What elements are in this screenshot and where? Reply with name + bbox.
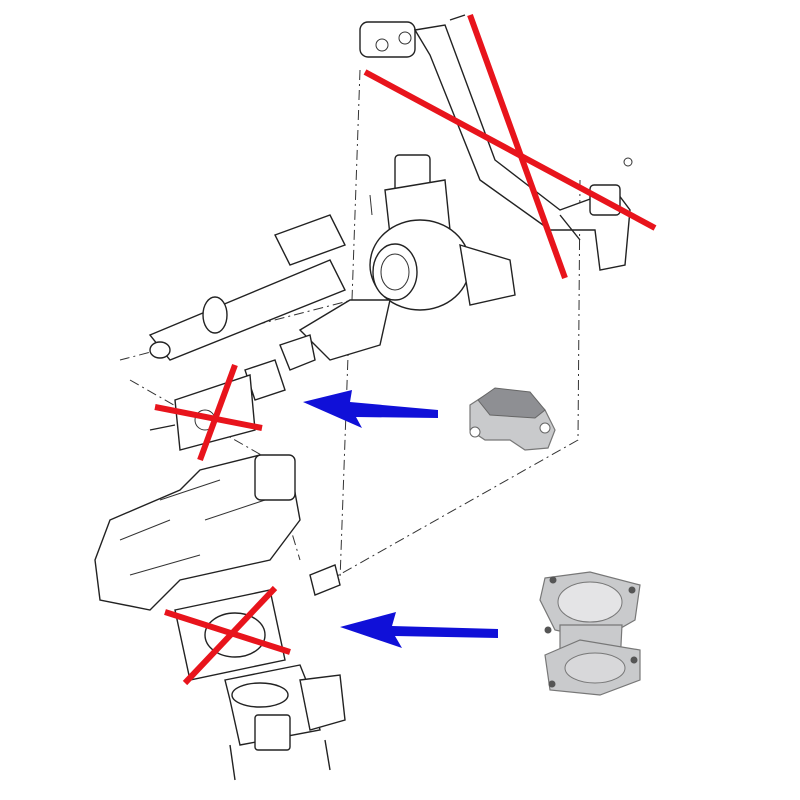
cross-pipe-a xyxy=(363,69,657,231)
egr-cooler-assembly xyxy=(148,154,516,401)
cross-gasket-b xyxy=(197,363,238,462)
arrows xyxy=(303,390,498,648)
arrow-lower-icon xyxy=(340,612,498,648)
cross-valve-b xyxy=(182,585,278,686)
cross-pipe-b xyxy=(467,13,568,280)
arrow-upper-icon xyxy=(303,390,438,428)
cross-valve-a xyxy=(164,609,291,655)
egr-valve-gasket xyxy=(149,374,256,451)
egr-blanking-plate xyxy=(469,387,556,451)
intake-manifold xyxy=(94,454,301,611)
cross-marks xyxy=(154,13,657,686)
egr-cooler-pipe xyxy=(359,14,633,271)
cross-gasket-a xyxy=(154,404,263,431)
egr-delete-spacer xyxy=(539,571,641,696)
egr-valve xyxy=(174,564,346,781)
